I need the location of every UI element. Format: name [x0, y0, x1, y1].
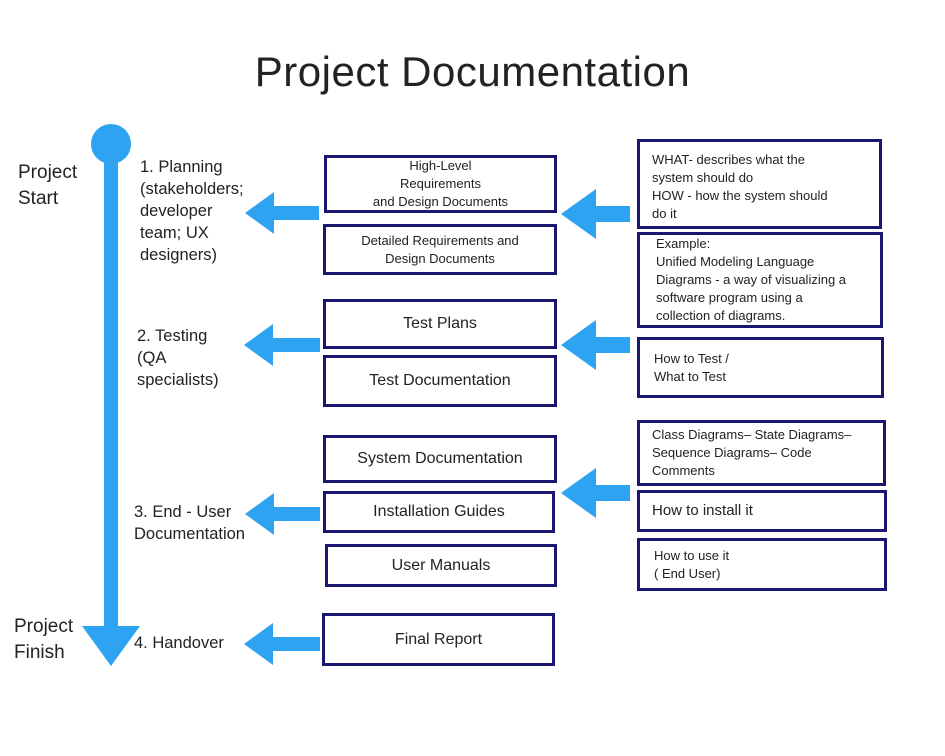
phase-testing: 2. Testing (QA specialists)	[137, 327, 219, 389]
arrow-left-end-user	[245, 493, 320, 535]
doc-final-report: Final Report	[322, 613, 555, 666]
arrow-right-end-user	[561, 468, 630, 518]
timeline-line	[104, 144, 118, 634]
note-how-to-test: How to Test / What to Test	[637, 337, 884, 398]
project-start-label: Project Start	[18, 162, 78, 209]
note-how-to-install: How to install it	[637, 490, 887, 532]
note-uml-example: Example: Unified Modeling Language Diagr…	[637, 232, 883, 328]
doc-user-manuals: User Manuals	[325, 544, 557, 587]
note-how-to-use: How to use it ( End User)	[637, 538, 887, 591]
project-finish-label: Project Finish	[14, 616, 74, 663]
phase-end-user-documentation: 3. End - User Documentation	[134, 503, 245, 543]
timeline-end-arrowhead	[82, 626, 140, 666]
doc-detailed-requirements: Detailed Requirements and Design Documen…	[323, 224, 557, 275]
doc-high-level-requirements: High-Level Requirements and Design Docum…	[324, 155, 557, 213]
arrow-left-planning	[245, 192, 319, 234]
note-diagrams: Class Diagrams– State Diagrams– Sequence…	[637, 420, 886, 486]
doc-test-plans: Test Plans	[323, 299, 557, 349]
phase-planning: 1. Planning (stakeholders; developer tea…	[140, 158, 244, 264]
arrow-left-handover	[244, 623, 320, 665]
arrow-left-testing	[244, 324, 320, 366]
doc-system-documentation: System Documentation	[323, 435, 557, 483]
page-title: Project Documentation	[254, 48, 691, 95]
doc-installation-guides: Installation Guides	[323, 491, 555, 533]
phase-handover: 4. Handover	[134, 634, 224, 652]
arrow-right-testing	[561, 320, 630, 370]
note-what-how: WHAT- describes what the system should d…	[637, 139, 882, 229]
arrow-right-planning	[561, 189, 630, 239]
doc-test-documentation: Test Documentation	[323, 355, 557, 407]
